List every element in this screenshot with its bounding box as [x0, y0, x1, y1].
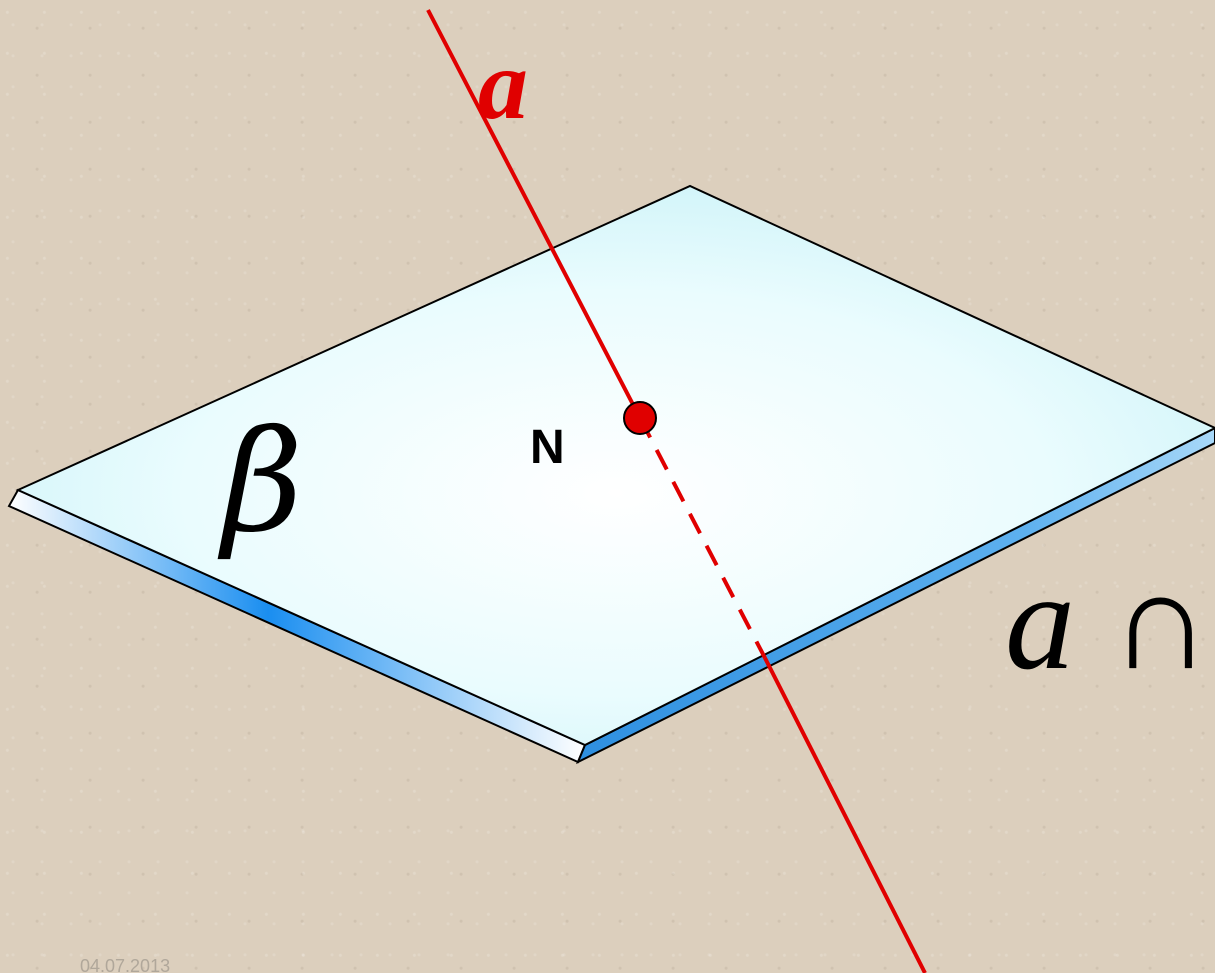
line-a-upper-segment: [426, 9, 642, 419]
line-label-a: a: [478, 29, 528, 140]
footer-date: 04.07.2013: [80, 956, 170, 973]
intersection-formula: a ∩: [1005, 544, 1211, 699]
line-a-hidden-segment: [638, 417, 767, 659]
line-a-lower-segment: [763, 657, 927, 973]
point-label-n: N: [530, 421, 565, 474]
plane-beta: [15, 184, 1215, 747]
point-n: [623, 401, 657, 435]
plane-label-beta: β: [217, 401, 303, 564]
